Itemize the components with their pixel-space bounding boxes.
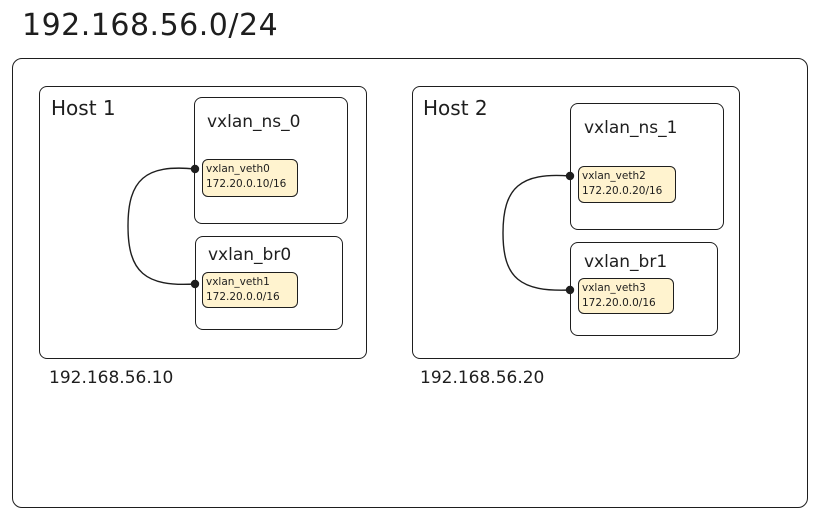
host-2-ip-label: 192.168.56.20 xyxy=(420,368,545,388)
veth-card-vxlan-veth3: vxlan_veth3 172.20.0.0/16 xyxy=(578,278,674,314)
host-2-namespace-label: vxlan_ns_1 xyxy=(584,118,678,138)
veth-ip: 172.20.0.20/16 xyxy=(582,185,663,197)
veth-endpoint-dot xyxy=(190,279,200,289)
veth-card-vxlan-veth0: vxlan_veth0 172.20.0.10/16 xyxy=(202,159,298,197)
host-1-box xyxy=(39,86,367,359)
host-1-ip-label: 192.168.56.10 xyxy=(49,368,174,388)
host-1-label: Host 1 xyxy=(51,96,116,120)
veth-ip: 172.20.0.0/16 xyxy=(206,291,280,303)
network-cidr-title: 192.168.56.0/24 xyxy=(22,8,279,43)
veth-pair-link-host-1 xyxy=(127,167,196,286)
host-1-bridge-label: vxlan_br0 xyxy=(208,245,292,265)
host-1-namespace-label: vxlan_ns_0 xyxy=(207,112,301,132)
host-2-box xyxy=(412,86,740,359)
network-container xyxy=(12,58,808,508)
veth-pair-link-host-2 xyxy=(502,174,571,291)
host-2-label: Host 2 xyxy=(423,96,488,120)
veth-name: vxlan_veth2 xyxy=(582,170,646,182)
host-2-namespace-box xyxy=(570,103,724,230)
veth-name: vxlan_veth1 xyxy=(206,276,270,288)
veth-name: vxlan_veth3 xyxy=(582,282,646,294)
veth-card-vxlan-veth1: vxlan_veth1 172.20.0.0/16 xyxy=(202,272,298,308)
veth-endpoint-dot xyxy=(565,285,575,295)
veth-endpoint-dot xyxy=(190,164,200,174)
veth-ip: 172.20.0.0/16 xyxy=(582,297,656,309)
host-2-bridge-label: vxlan_br1 xyxy=(584,252,668,272)
veth-ip: 172.20.0.10/16 xyxy=(206,178,287,190)
veth-card-vxlan-veth2: vxlan_veth2 172.20.0.20/16 xyxy=(578,166,676,203)
host-1-namespace-box xyxy=(194,97,348,224)
veth-name: vxlan_veth0 xyxy=(206,163,270,175)
veth-endpoint-dot xyxy=(565,171,575,181)
